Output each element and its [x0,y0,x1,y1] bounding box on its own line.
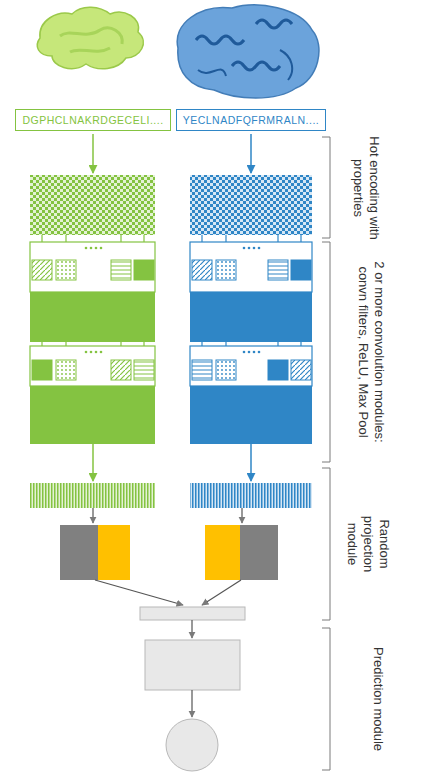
section-label: Random projection module [344,499,392,589]
sequence-box: DGPHCLNAKRDGECELI.... [15,109,170,131]
section-label: Prediction module [370,629,386,769]
sequence-text: YECLNADFQFRMRALN.... [183,114,320,126]
section-label: 2 or more convolution modules: convn fil… [355,252,387,452]
sequence-box: YECLNADFQFRMRALN.... [176,109,327,131]
sequence-text: DGPHCLNAKRDGECELI.... [22,114,163,126]
section-label: Hot encoding with properties [350,133,382,243]
